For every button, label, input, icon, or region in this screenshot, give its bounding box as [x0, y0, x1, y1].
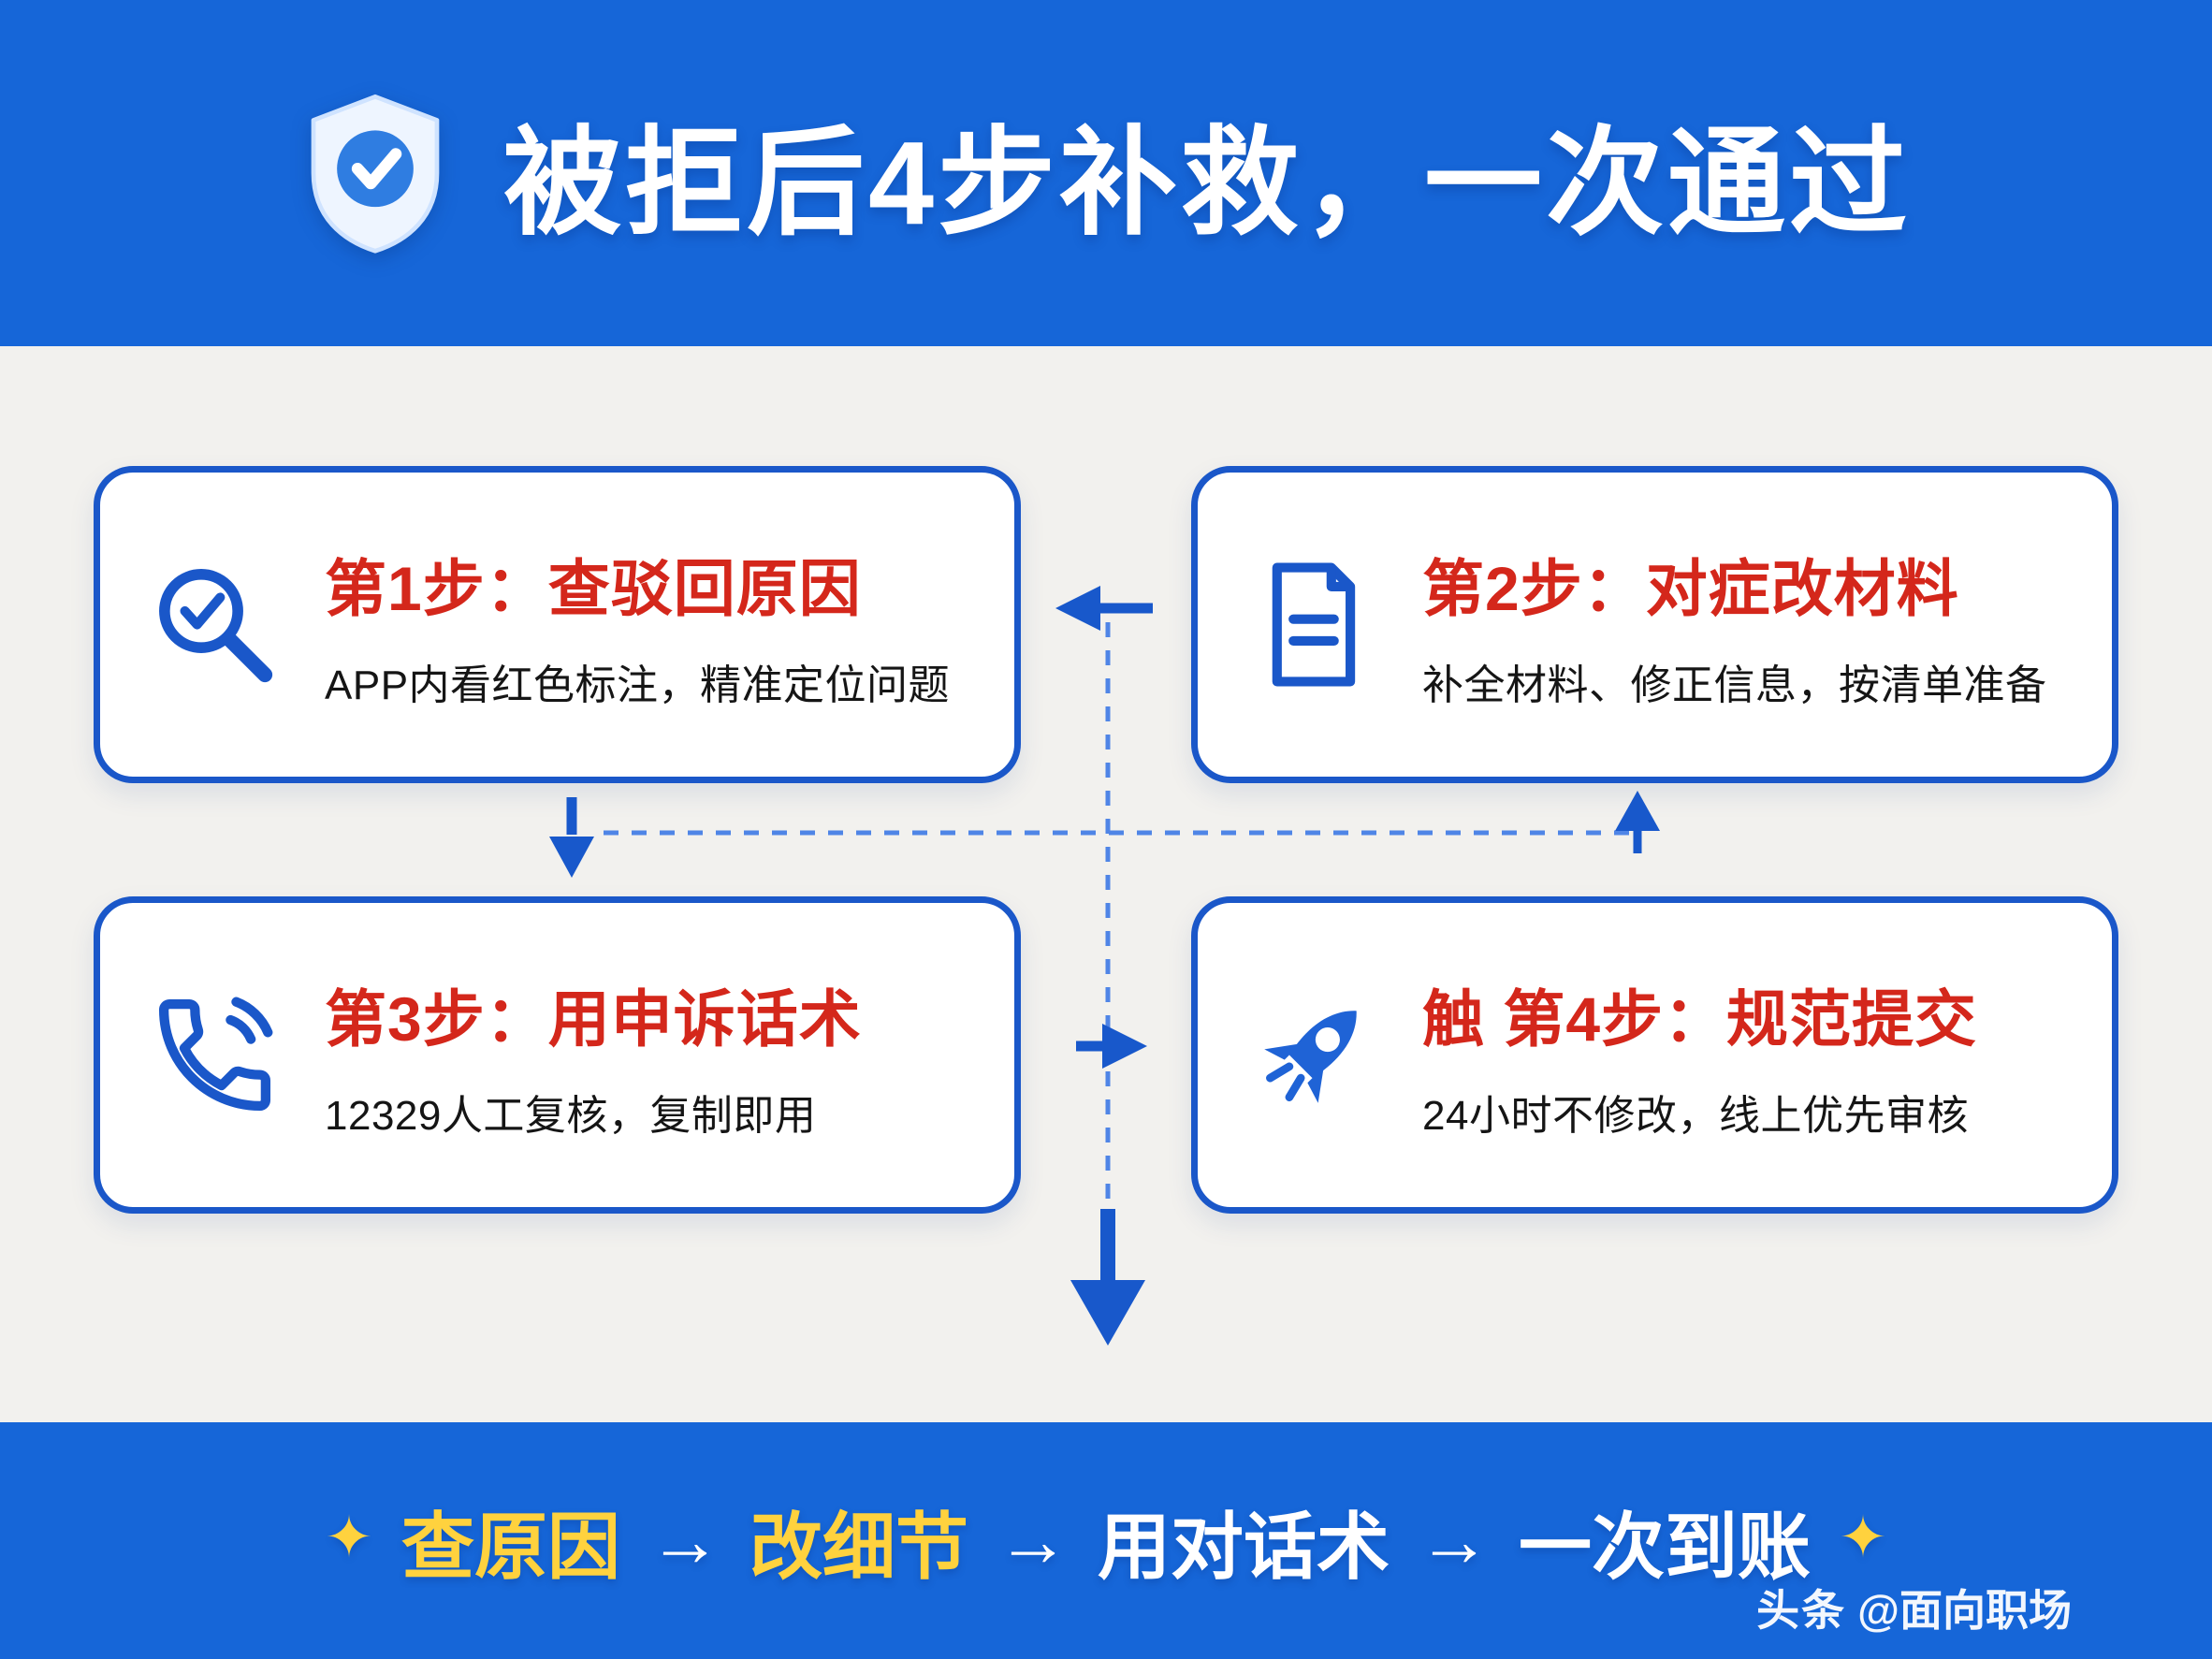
arrow-right-icon: →	[648, 1499, 721, 1581]
step-3-title: 第3步：用申诉话术	[325, 983, 862, 1054]
step-card-4: 触 第4步：规范提交 24小时不修改，线上优先审核	[1191, 896, 2118, 1214]
watermark-handle: @面向职场	[1857, 1586, 2072, 1635]
step-1-title: 第1步：查驳回原因	[325, 553, 862, 623]
arrow-right-icon: →	[1418, 1499, 1492, 1581]
step-3-subtitle: 12329人工复核，复制即用	[325, 1092, 817, 1139]
sparkle-icon: ✦	[1839, 1506, 1887, 1570]
page-title: 被拒后4步补救，一次通过	[502, 117, 1912, 249]
step-2-text: 第2步：对症改材料 补全材料、修正信息，按清单准备	[1422, 539, 2047, 711]
step-1-text: 第1步：查驳回原因 APP内看红色标注，精准定位问题	[325, 539, 950, 711]
step-2-subtitle: 补全材料、修正信息，按清单准备	[1422, 662, 2047, 708]
tagline-step-check-reason: 查原因	[400, 1505, 620, 1588]
phone-icon	[147, 987, 283, 1123]
tagline-step-fix-details: 改细节	[749, 1505, 968, 1588]
step-4-title: 触 第4步：规范提交	[1422, 983, 1978, 1054]
summary-tagline: ✦ 查原因 → 改细节 → 用对话术 → 一次到账 ✦	[325, 1489, 1887, 1594]
step-4-subtitle: 24小时不修改，线上优先审核	[1422, 1092, 1969, 1139]
magnifier-check-icon	[147, 557, 283, 692]
step-2-title: 第2步：对症改材料	[1422, 553, 1959, 623]
watermark: 头条 @面向职场	[1756, 1577, 2072, 1638]
step-card-2: 第2步：对症改材料 补全材料、修正信息，按清单准备	[1191, 466, 2118, 783]
header-banner: 被拒后4步补救，一次通过	[0, 0, 2212, 346]
tagline-step-use-script: 用对话术	[1098, 1505, 1390, 1588]
step-3-text: 第3步：用申诉话术 12329人工复核，复制即用	[325, 969, 862, 1142]
footer-banner: ✦ 查原因 → 改细节 → 用对话术 → 一次到账 ✦ 头条 @面向职场	[0, 1422, 2212, 1659]
document-icon	[1244, 557, 1380, 692]
tagline-step-paid-once: 一次到账	[1519, 1505, 1812, 1588]
step-4-text: 触 第4步：规范提交 24小时不修改，线上优先审核	[1422, 969, 1977, 1142]
sparkle-icon: ✦	[325, 1506, 373, 1570]
arrow-right-icon: →	[997, 1499, 1070, 1581]
step-card-3: 第3步：用申诉话术 12329人工复核，复制即用	[94, 896, 1021, 1214]
watermark-logo: 头条	[1756, 1586, 1847, 1635]
step-card-1: 第1步：查驳回原因 APP内看红色标注，精准定位问题	[94, 466, 1021, 783]
step-1-subtitle: APP内看红色标注，精准定位问题	[325, 662, 951, 708]
rocket-icon	[1244, 987, 1380, 1123]
shield-check-icon	[301, 91, 449, 255]
